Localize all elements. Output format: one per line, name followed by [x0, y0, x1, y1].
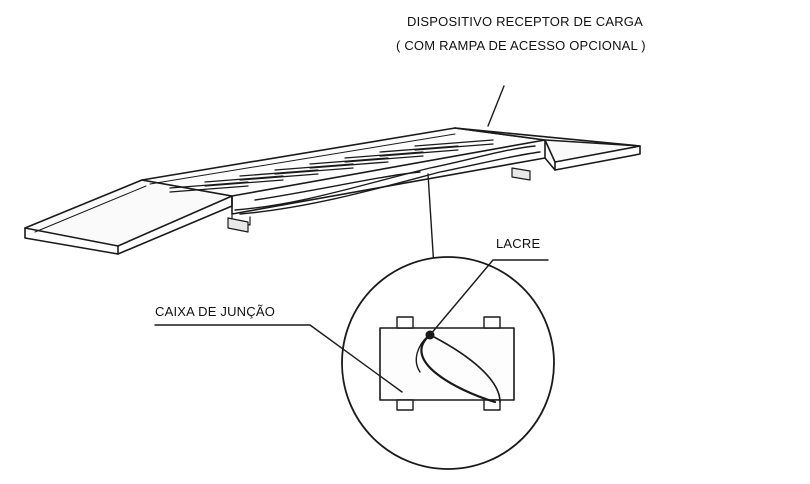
title-leader-line	[487, 85, 505, 127]
right-ramp	[454, 127, 641, 181]
junction-box-label: CAIXA DE JUNÇÃO	[155, 304, 276, 319]
device-title-line2: ( COM RAMPA DE ACESSO OPCIONAL )	[396, 38, 646, 53]
device-title-line1: DISPOSITIVO RECEPTOR DE CARGA	[407, 14, 643, 29]
junction-box-leader-line	[154, 324, 403, 393]
cross-beams	[169, 139, 494, 193]
left-ramp	[24, 179, 233, 255]
junction-box	[379, 316, 515, 411]
detail-leader-line	[427, 173, 435, 269]
seal-label: LACRE	[496, 236, 541, 251]
seal-leader-line	[429, 259, 549, 336]
platform-deck	[141, 127, 546, 233]
